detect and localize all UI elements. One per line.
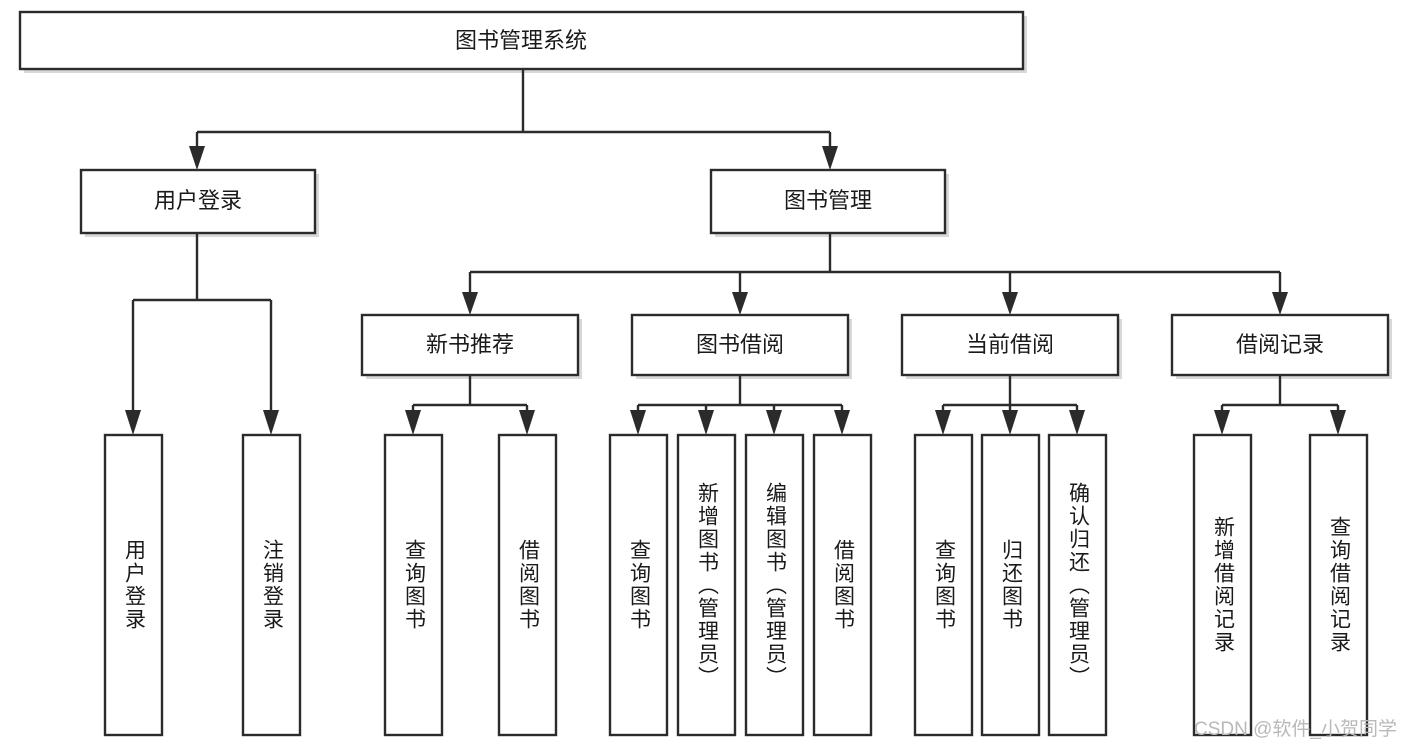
node-book-borrow-label: 图书借阅 <box>696 332 784 357</box>
node-new-book-recommend[interactable]: 新书推荐 <box>360 313 580 377</box>
connectors-newbook-leaves <box>405 375 535 435</box>
arrow-head-leaf-cu-1 <box>1002 410 1018 435</box>
node-current-borrow[interactable]: 当前借阅 <box>900 313 1120 377</box>
connectors-records-leaves <box>1214 375 1346 435</box>
node-user-login-label: 用户登录 <box>154 188 242 213</box>
arrow-head-l2-0 <box>189 146 205 170</box>
connectors-root-level2 <box>189 70 838 170</box>
node-book-borrow-box[interactable] <box>630 313 850 377</box>
arrow-head-leaf-ul-1 <box>263 410 279 435</box>
leaf-box-user-login[interactable] <box>103 433 164 737</box>
node-book-management[interactable]: 图书管理 <box>709 168 947 235</box>
node-book-management-box[interactable] <box>709 168 947 235</box>
arrow-head-leaf-cu-0 <box>935 410 951 435</box>
arrow-head-l3-1 <box>732 292 748 315</box>
arrow-head-leaf-nb-1 <box>519 410 535 435</box>
node-current-borrow-box[interactable] <box>900 313 1120 377</box>
node-new-book-recommend-label: 新书推荐 <box>426 332 514 357</box>
arrow-head-leaf-cu-2 <box>1069 410 1085 435</box>
leaf-box-rc-add-record[interactable] <box>1192 433 1253 737</box>
arrow-head-l3-0 <box>462 292 478 315</box>
arrow-head-leaf-bw-2 <box>766 410 782 435</box>
arrow-head-l3-2 <box>1002 292 1018 315</box>
arrow-head-leaf-rc-0 <box>1214 410 1230 435</box>
connectors-borrow-leaves <box>630 375 850 435</box>
node-book-management-label: 图书管理 <box>784 188 872 213</box>
leaf-boxes <box>103 433 1369 737</box>
node-borrow-records-label: 借阅记录 <box>1236 332 1324 357</box>
node-user-login[interactable]: 用户登录 <box>79 168 317 235</box>
arrow-head-leaf-bw-0 <box>630 410 646 435</box>
connectors-current-leaves <box>935 375 1085 435</box>
connectors-userlogin-leaves <box>125 233 279 435</box>
arrow-head-leaf-nb-0 <box>405 410 421 435</box>
leaf-box-logout[interactable] <box>241 433 302 737</box>
connectors-bookmgmt-level3 <box>462 233 1288 315</box>
leaf-box-nb-query-book[interactable] <box>383 433 444 737</box>
leaf-box-nb-borrow-book[interactable] <box>497 433 558 737</box>
node-book-borrow[interactable]: 图书借阅 <box>630 313 850 377</box>
leaf-box-bw-borrow-book[interactable] <box>812 433 873 737</box>
node-root[interactable]: 图书管理系统 <box>18 10 1025 71</box>
node-current-borrow-label: 当前借阅 <box>966 332 1054 357</box>
arrow-head-l2-1 <box>822 146 838 170</box>
arrow-head-l3-3 <box>1272 292 1288 315</box>
leaf-box-bw-query-book[interactable] <box>608 433 669 737</box>
node-root-box[interactable] <box>18 10 1025 71</box>
arrow-head-leaf-bw-3 <box>834 410 850 435</box>
node-borrow-records[interactable]: 借阅记录 <box>1170 313 1390 377</box>
leaf-box-bw-add-book[interactable] <box>676 433 737 737</box>
node-borrow-records-box[interactable] <box>1170 313 1390 377</box>
arrow-head-leaf-ul-0 <box>125 410 141 435</box>
leaf-box-rc-query-record[interactable] <box>1308 433 1369 737</box>
arrow-head-leaf-rc-1 <box>1330 410 1346 435</box>
leaf-box-bw-edit-book[interactable] <box>744 433 805 737</box>
leaf-box-cu-return-book[interactable] <box>980 433 1041 737</box>
node-new-book-recommend-box[interactable] <box>360 313 580 377</box>
node-root-label: 图书管理系统 <box>455 28 587 53</box>
leaf-box-cu-query-book[interactable] <box>913 433 974 737</box>
leaf-box-cu-confirm-return[interactable] <box>1047 433 1108 737</box>
node-user-login-box[interactable] <box>79 168 317 235</box>
arrow-head-leaf-bw-1 <box>698 410 714 435</box>
